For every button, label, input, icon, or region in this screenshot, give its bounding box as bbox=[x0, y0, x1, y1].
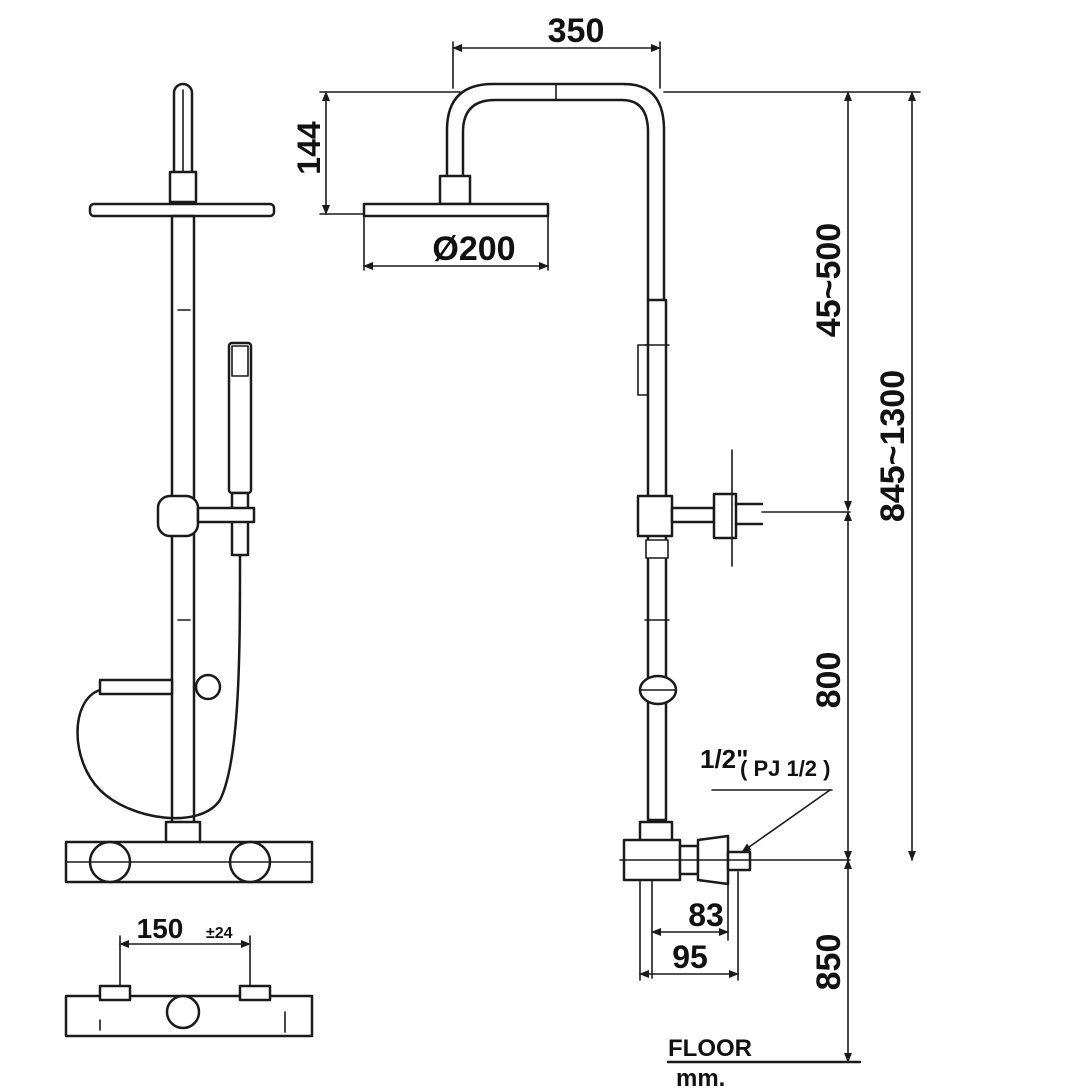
thread-standard-text: ( PJ 1/2 ) bbox=[740, 756, 830, 781]
dim-200-text: Ø200 bbox=[432, 230, 515, 268]
thread-size-text: 1/2" bbox=[700, 744, 748, 774]
front-head-mount bbox=[438, 174, 472, 206]
front-dimensions: 350 144 Ø200 45~500 845~1300 800 850 1/2… bbox=[291, 12, 921, 1090]
front-lower-collar bbox=[645, 539, 669, 559]
side-view bbox=[64, 82, 314, 884]
dim-95-text: 95 bbox=[672, 939, 708, 975]
side-diverter bbox=[98, 678, 174, 696]
side-shower-head bbox=[88, 202, 276, 218]
plan-inlet-left bbox=[98, 984, 132, 1002]
plan-inlet-right bbox=[238, 984, 272, 1002]
side-slider-arm bbox=[196, 506, 256, 524]
front-slider bbox=[636, 494, 674, 538]
dim-850-text: 850 bbox=[810, 934, 848, 991]
front-slider-arm bbox=[670, 506, 716, 524]
front-hand-holder bbox=[712, 492, 738, 540]
front-valve-inlet bbox=[726, 850, 752, 872]
thread-leader bbox=[741, 789, 831, 853]
front-riser-pipe bbox=[646, 298, 668, 822]
front-shower-head bbox=[362, 202, 550, 218]
valve-plan-view: 150 ±24 bbox=[64, 913, 314, 1038]
dim-800-text: 800 bbox=[810, 652, 848, 709]
unit-label: mm. bbox=[676, 1065, 725, 1090]
dim-83-text: 83 bbox=[688, 897, 724, 933]
side-hand-shower-face bbox=[231, 345, 249, 377]
side-valve-neck bbox=[164, 820, 202, 846]
front-arm-inner bbox=[461, 98, 650, 302]
front-view bbox=[362, 82, 851, 886]
front-arm-outer bbox=[445, 82, 666, 302]
front-riser-sleeve bbox=[637, 344, 649, 396]
side-slider bbox=[156, 494, 200, 538]
dim-144-text: 144 bbox=[291, 121, 327, 175]
side-head-mount bbox=[168, 170, 198, 204]
dim-845-1300-text: 845~1300 bbox=[874, 370, 912, 522]
dim-45-500-text: 45~500 bbox=[810, 223, 848, 337]
side-hand-shower-grip bbox=[230, 491, 250, 557]
plan-valve-outlet bbox=[165, 994, 201, 1030]
dim-150-tol: ±24 bbox=[206, 925, 233, 942]
dim-150-text: 150 bbox=[137, 913, 184, 944]
floor-label: FLOOR bbox=[668, 1035, 752, 1062]
side-diverter-knob bbox=[194, 673, 222, 701]
dim-350-text: 350 bbox=[548, 12, 605, 50]
